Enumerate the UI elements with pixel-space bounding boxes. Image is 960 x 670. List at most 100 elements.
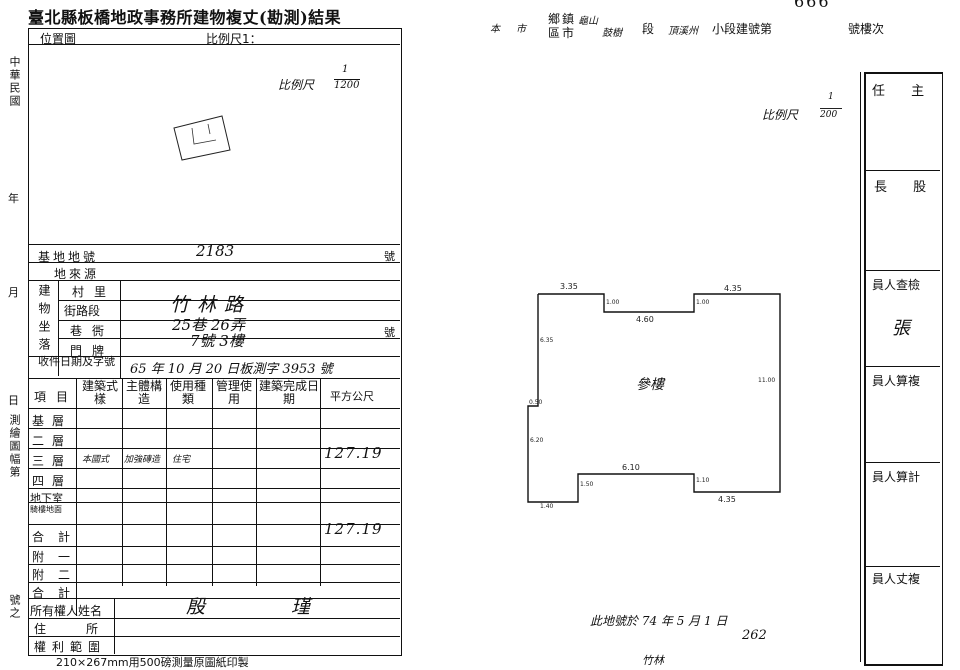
approval-header-zhang: 長 bbox=[874, 180, 888, 195]
approval-calc: 員人算計 bbox=[872, 470, 921, 484]
dim-notch-top: 4.60 bbox=[636, 315, 654, 324]
receipt-value: 65 年 10 月 20 日板測字 3953 號 bbox=[130, 362, 333, 377]
item-row-3-structure: 加強磚造 bbox=[124, 455, 161, 465]
house-value: 7號 3樓 bbox=[190, 332, 244, 350]
item-row-3-style: 本國式 bbox=[82, 455, 110, 465]
approval-header-1: 任 主 bbox=[872, 80, 932, 99]
base-lot-value: 2183 bbox=[196, 242, 235, 260]
township-value: 龜山 bbox=[578, 16, 598, 27]
floor-plan-note-number: 262 bbox=[742, 628, 767, 643]
dim-right-step: 1.10 bbox=[696, 477, 710, 484]
location-map-scale-label: 比例尺1： bbox=[206, 32, 262, 46]
location-map-scale-hand: 比例尺 bbox=[278, 78, 315, 92]
location-map-sketch bbox=[173, 115, 231, 161]
house-suffix: 號 bbox=[384, 326, 395, 339]
dim-top-right: 4.35 bbox=[724, 284, 742, 293]
floor-plan-room-label: 參樓 bbox=[636, 377, 664, 393]
dim-top-left: 3.35 bbox=[560, 282, 578, 291]
location-map-scale-bar bbox=[334, 79, 360, 80]
margin-label-year-prefix: 中華民國 bbox=[8, 56, 21, 108]
row-line-13 bbox=[28, 564, 400, 565]
location-map-label: 位置圖 bbox=[40, 32, 77, 46]
row-line-6 bbox=[28, 428, 400, 429]
approval-header-ren: 任 bbox=[872, 84, 886, 99]
floor-plan-note: 此地號於 74 年 5 月 1 日 bbox=[590, 614, 728, 628]
approval-header-zhu: 主 bbox=[911, 84, 925, 99]
col-completion-header: 建築完成日期 bbox=[258, 379, 319, 406]
row-line-14 bbox=[28, 582, 400, 583]
item-row-3-label: 三層 bbox=[32, 454, 73, 468]
township-label-3: 鎮 bbox=[562, 12, 575, 26]
dim-right: 11.00 bbox=[758, 377, 775, 384]
row-line-1 bbox=[28, 262, 400, 263]
margin-label-year: 年 bbox=[8, 192, 19, 205]
row-line-8 bbox=[28, 468, 400, 469]
subsection-value: 頂溪州 bbox=[668, 26, 698, 37]
township-label-4: 市 bbox=[562, 26, 575, 40]
footer-print-note: 210×267mm用500磅測量原圖紙印製 bbox=[56, 656, 249, 669]
page-number: 666 bbox=[794, 0, 831, 11]
row-line-12 bbox=[28, 546, 400, 547]
item-row-3-usage: 住宅 bbox=[172, 455, 191, 465]
row-line-5 bbox=[28, 408, 400, 409]
district-hand: 鼓樹 bbox=[602, 28, 622, 39]
row-line-15 bbox=[28, 598, 400, 599]
row-line-17 bbox=[28, 636, 400, 637]
row-line-10 bbox=[28, 502, 400, 503]
receipt-label: 收件日期及字號 bbox=[38, 355, 115, 368]
margin-label-month: 月 bbox=[8, 286, 19, 299]
dim-bottom-left: 1.40 bbox=[540, 503, 554, 510]
row-line-3 bbox=[28, 356, 400, 357]
floor-plan-scale-bar bbox=[820, 108, 842, 109]
address-group-label: 建物坐落 bbox=[37, 284, 51, 356]
margin-label-day: 日 bbox=[8, 394, 19, 407]
addr-line-1 bbox=[58, 300, 400, 301]
floor-plan-scale-label: 比例尺 bbox=[762, 108, 799, 122]
dim-notch-right: 1.00 bbox=[696, 299, 710, 306]
dim-left-lower: 6.20 bbox=[530, 437, 544, 444]
col-vline-3 bbox=[166, 378, 167, 586]
col-vline-1 bbox=[76, 378, 77, 616]
residence-label: 住所 bbox=[34, 622, 139, 636]
col-vline-2 bbox=[122, 378, 123, 586]
annex-row-3-label: 合計 bbox=[32, 586, 85, 600]
left-mark-1: 本 bbox=[490, 24, 500, 35]
approval-recheck: 員人算複 bbox=[872, 374, 921, 388]
document-title: 臺北縣板橋地政事務所建物複丈(勘測)結果 bbox=[28, 8, 342, 27]
annex-row-1-label: 附一 bbox=[32, 550, 85, 564]
row-line-4 bbox=[28, 378, 400, 379]
lane-label: 巷衖 bbox=[70, 324, 115, 338]
rights-label: 權利範圍 bbox=[34, 640, 107, 654]
col-vline-4 bbox=[212, 378, 213, 586]
item-row-6-label: 騎樓地面 bbox=[30, 505, 62, 514]
location-map-scale-den: 1200 bbox=[334, 80, 360, 91]
location-map-scale-num: 1 bbox=[342, 64, 349, 75]
col-style-header: 建築式樣 bbox=[81, 379, 118, 406]
item-row-5-label: 地下室 bbox=[30, 492, 63, 505]
subsection-label: 小段建號第 bbox=[712, 22, 773, 36]
approval-panel-inner-left bbox=[860, 72, 861, 662]
floor-plan-outline bbox=[527, 293, 781, 503]
approval-sep-1 bbox=[864, 170, 940, 171]
annex-row-2-label: 附二 bbox=[32, 568, 85, 582]
owner-vline bbox=[114, 598, 115, 654]
row-line-2 bbox=[28, 280, 400, 281]
lane-value: 25巷 26弄 bbox=[172, 316, 245, 334]
floor-plan-drawing: 3.35 1.00 4.60 1.00 4.35 11.00 6.35 0.50… bbox=[527, 282, 781, 510]
dim-left-upper: 6.35 bbox=[540, 337, 554, 344]
street-value: 竹林路 bbox=[170, 294, 252, 316]
base-lot-suffix: 號 bbox=[384, 250, 395, 263]
col-area-header: 平方公尺 bbox=[330, 390, 374, 403]
margin-label-sheet: 測繪圖幅第 bbox=[8, 414, 21, 479]
total-area: 127.19 bbox=[324, 520, 383, 538]
margin-label-no: 號之 bbox=[8, 594, 21, 620]
source-label: 地來源 bbox=[54, 267, 100, 281]
house-label: 門牌 bbox=[70, 344, 115, 358]
floor-plan-scale-den: 200 bbox=[820, 110, 838, 120]
owner-label: 所有權人姓名 bbox=[30, 604, 103, 618]
row-line-16 bbox=[28, 618, 400, 619]
col-item-header: 項目 bbox=[34, 390, 79, 404]
approval-panel bbox=[864, 72, 943, 666]
item-row-1-label: 基層 bbox=[32, 414, 73, 428]
approval-sep-4 bbox=[864, 462, 940, 463]
